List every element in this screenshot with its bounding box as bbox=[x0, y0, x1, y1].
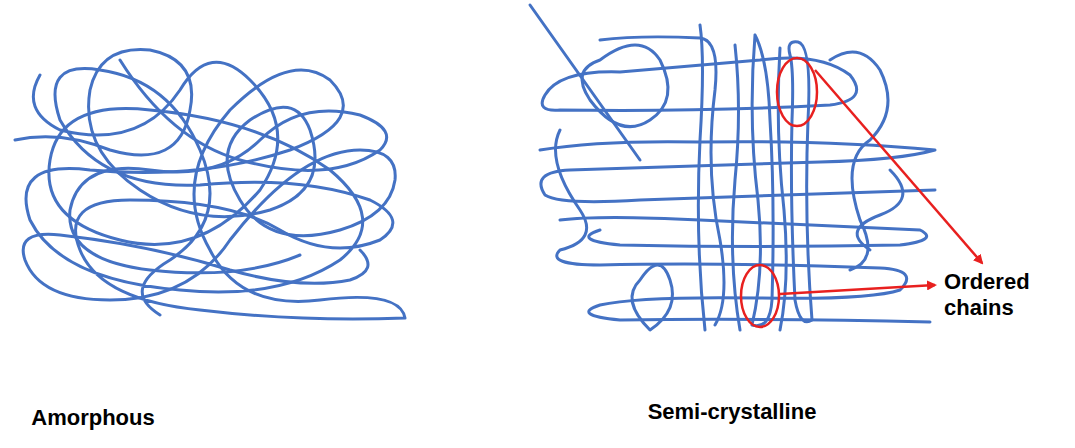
polymer-chain bbox=[582, 45, 668, 127]
polymer-chain bbox=[600, 37, 724, 325]
leader-arrow bbox=[780, 285, 935, 294]
amorphous-chains bbox=[15, 50, 405, 320]
polymer-chain bbox=[530, 5, 640, 160]
highlight-circle bbox=[777, 58, 817, 126]
polymer-chain bbox=[698, 25, 705, 330]
polymer-chain bbox=[560, 218, 927, 247]
semicrystalline-chains bbox=[530, 5, 935, 330]
polymer-chain bbox=[70, 60, 387, 273]
polymer-chain bbox=[632, 265, 673, 330]
polymer-chain bbox=[752, 35, 773, 326]
polymer-chain bbox=[556, 130, 931, 322]
panel-label: Semi-crystalline bbox=[582, 399, 882, 425]
polymer-chain bbox=[789, 42, 812, 322]
polymer-chain bbox=[857, 170, 903, 250]
panel-label: Amorphous bbox=[0, 405, 243, 431]
polymer-chain bbox=[15, 50, 395, 301]
polymer-chain bbox=[732, 45, 740, 330]
highlight-circle bbox=[741, 265, 779, 327]
leader-arrow bbox=[815, 70, 982, 263]
callout-label: Ordered chains bbox=[944, 269, 1068, 321]
